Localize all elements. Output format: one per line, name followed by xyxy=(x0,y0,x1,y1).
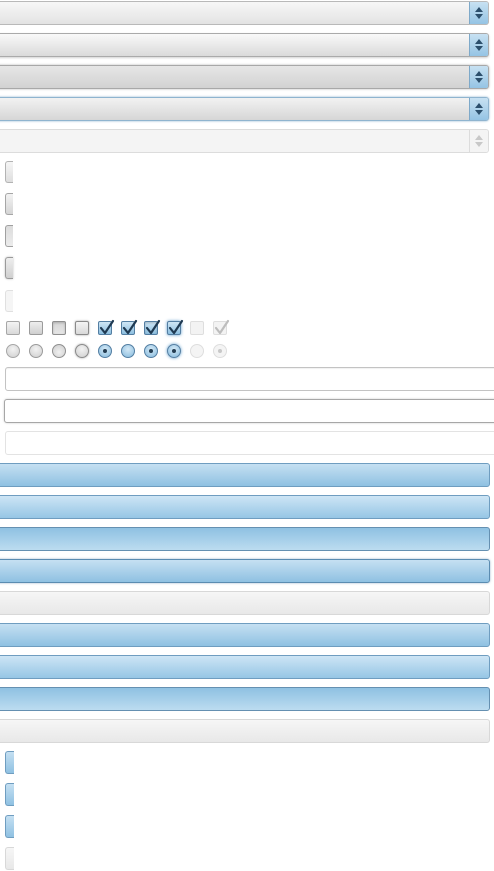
radio-dot-icon xyxy=(218,349,222,353)
wide-button-pressed[interactable] xyxy=(0,687,490,711)
radio-selected-normal[interactable] xyxy=(98,344,112,358)
chevron-down-icon xyxy=(475,142,483,147)
checkmark-icon xyxy=(145,319,161,335)
radio-unselected-normal[interactable] xyxy=(6,344,20,358)
text-field-normal[interactable] xyxy=(5,367,494,391)
checkmark-icon xyxy=(214,319,230,335)
radio-selected-disabled xyxy=(213,344,227,358)
chevron-up-icon xyxy=(475,7,483,12)
chevron-up-icon xyxy=(475,103,483,108)
checkmark-icon xyxy=(99,319,115,335)
small-button-hover[interactable] xyxy=(5,193,13,215)
radio-selected-pressed[interactable] xyxy=(144,344,158,358)
checkbox-checked-focused[interactable] xyxy=(167,319,184,335)
combo-dropdown-button[interactable] xyxy=(469,34,488,56)
chevron-down-icon xyxy=(475,78,483,83)
wide-button-hover[interactable] xyxy=(0,495,490,519)
small-blue-button-pressed[interactable] xyxy=(5,815,14,838)
small-blue-button-normal[interactable] xyxy=(5,751,14,774)
radio-dot-icon xyxy=(172,349,176,353)
radio-unselected-focused[interactable] xyxy=(75,344,89,358)
checkbox-unchecked-pressed[interactable] xyxy=(52,321,66,335)
combo-box-pressed[interactable] xyxy=(0,65,489,89)
chevron-up-icon xyxy=(475,39,483,44)
small-button-disabled xyxy=(5,290,13,312)
chevron-down-icon xyxy=(475,46,483,51)
chevron-up-icon xyxy=(475,135,483,140)
text-field-disabled xyxy=(5,431,494,455)
wide-button-normal[interactable] xyxy=(0,463,490,487)
small-button-normal[interactable] xyxy=(5,161,13,183)
radio-dot-icon xyxy=(149,349,153,353)
radio-unselected-hover[interactable] xyxy=(29,344,43,358)
checkmark-icon xyxy=(122,319,138,335)
wide-button-pressed[interactable] xyxy=(0,527,490,551)
combo-dropdown-button xyxy=(469,130,488,152)
small-button-pressed[interactable] xyxy=(5,225,13,247)
small-button-focused[interactable] xyxy=(5,257,13,279)
wide-button-hover[interactable] xyxy=(0,655,490,679)
combo-box-hover[interactable] xyxy=(0,33,489,57)
checkbox-checked-pressed[interactable] xyxy=(144,319,161,335)
checkbox-checked-normal[interactable] xyxy=(98,319,115,335)
checkbox-unchecked-hover[interactable] xyxy=(29,321,43,335)
radio-selected-hover[interactable] xyxy=(121,344,135,358)
wide-button-disabled xyxy=(0,591,490,615)
checkbox-checked-disabled xyxy=(213,319,230,335)
text-field-focused[interactable] xyxy=(4,399,494,423)
wide-button-focused[interactable] xyxy=(0,559,490,583)
wide-button-normal[interactable] xyxy=(0,623,490,647)
checkmark-icon xyxy=(168,319,184,335)
combo-box-disabled xyxy=(0,129,489,153)
checkbox-unchecked-disabled xyxy=(190,321,204,335)
radio-unselected-pressed[interactable] xyxy=(52,344,66,358)
wide-button-disabled xyxy=(0,719,490,743)
small-blue-button-hover[interactable] xyxy=(5,783,14,806)
chevron-down-icon xyxy=(475,14,483,19)
checkbox-unchecked-normal[interactable] xyxy=(6,321,20,335)
radio-dot-icon xyxy=(103,349,107,353)
combo-dropdown-button[interactable] xyxy=(469,98,488,120)
chevron-down-icon xyxy=(475,110,483,115)
checkbox-checked-hover[interactable] xyxy=(121,319,138,335)
radio-unselected-disabled xyxy=(190,344,204,358)
combo-dropdown-button[interactable] xyxy=(469,2,488,24)
chevron-up-icon xyxy=(475,71,483,76)
checkbox-unchecked-focused[interactable] xyxy=(75,321,89,335)
radio-selected-focused[interactable] xyxy=(167,344,181,358)
combo-box-normal[interactable] xyxy=(0,1,489,25)
small-blue-button-disabled xyxy=(5,847,14,870)
combo-dropdown-button[interactable] xyxy=(469,66,488,88)
combo-box-focused[interactable] xyxy=(0,97,489,121)
